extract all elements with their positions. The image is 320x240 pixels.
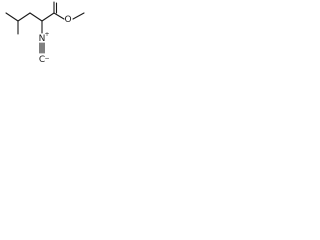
chemical-structure: O O N + C − [0,0,90,84]
nitrogen-positive-charge: + [44,31,49,38]
bond-ester-co [53,12,65,20]
carbon-negative-charge: − [44,55,49,62]
bond-ester-methyl [72,12,85,20]
bond-alpha-carbonyl [41,12,55,22]
bond-methyl-left [5,12,19,22]
bond-isopropyl-ch [17,12,31,22]
atom-carbon-isonitrile: C [39,55,45,65]
bond-to-alpha-carbon [29,12,43,22]
molecule-drawing: O O N + C − [5,1,85,65]
atom-nitrogen: N [39,34,46,44]
atom-oxygen-ester: O [64,15,71,25]
